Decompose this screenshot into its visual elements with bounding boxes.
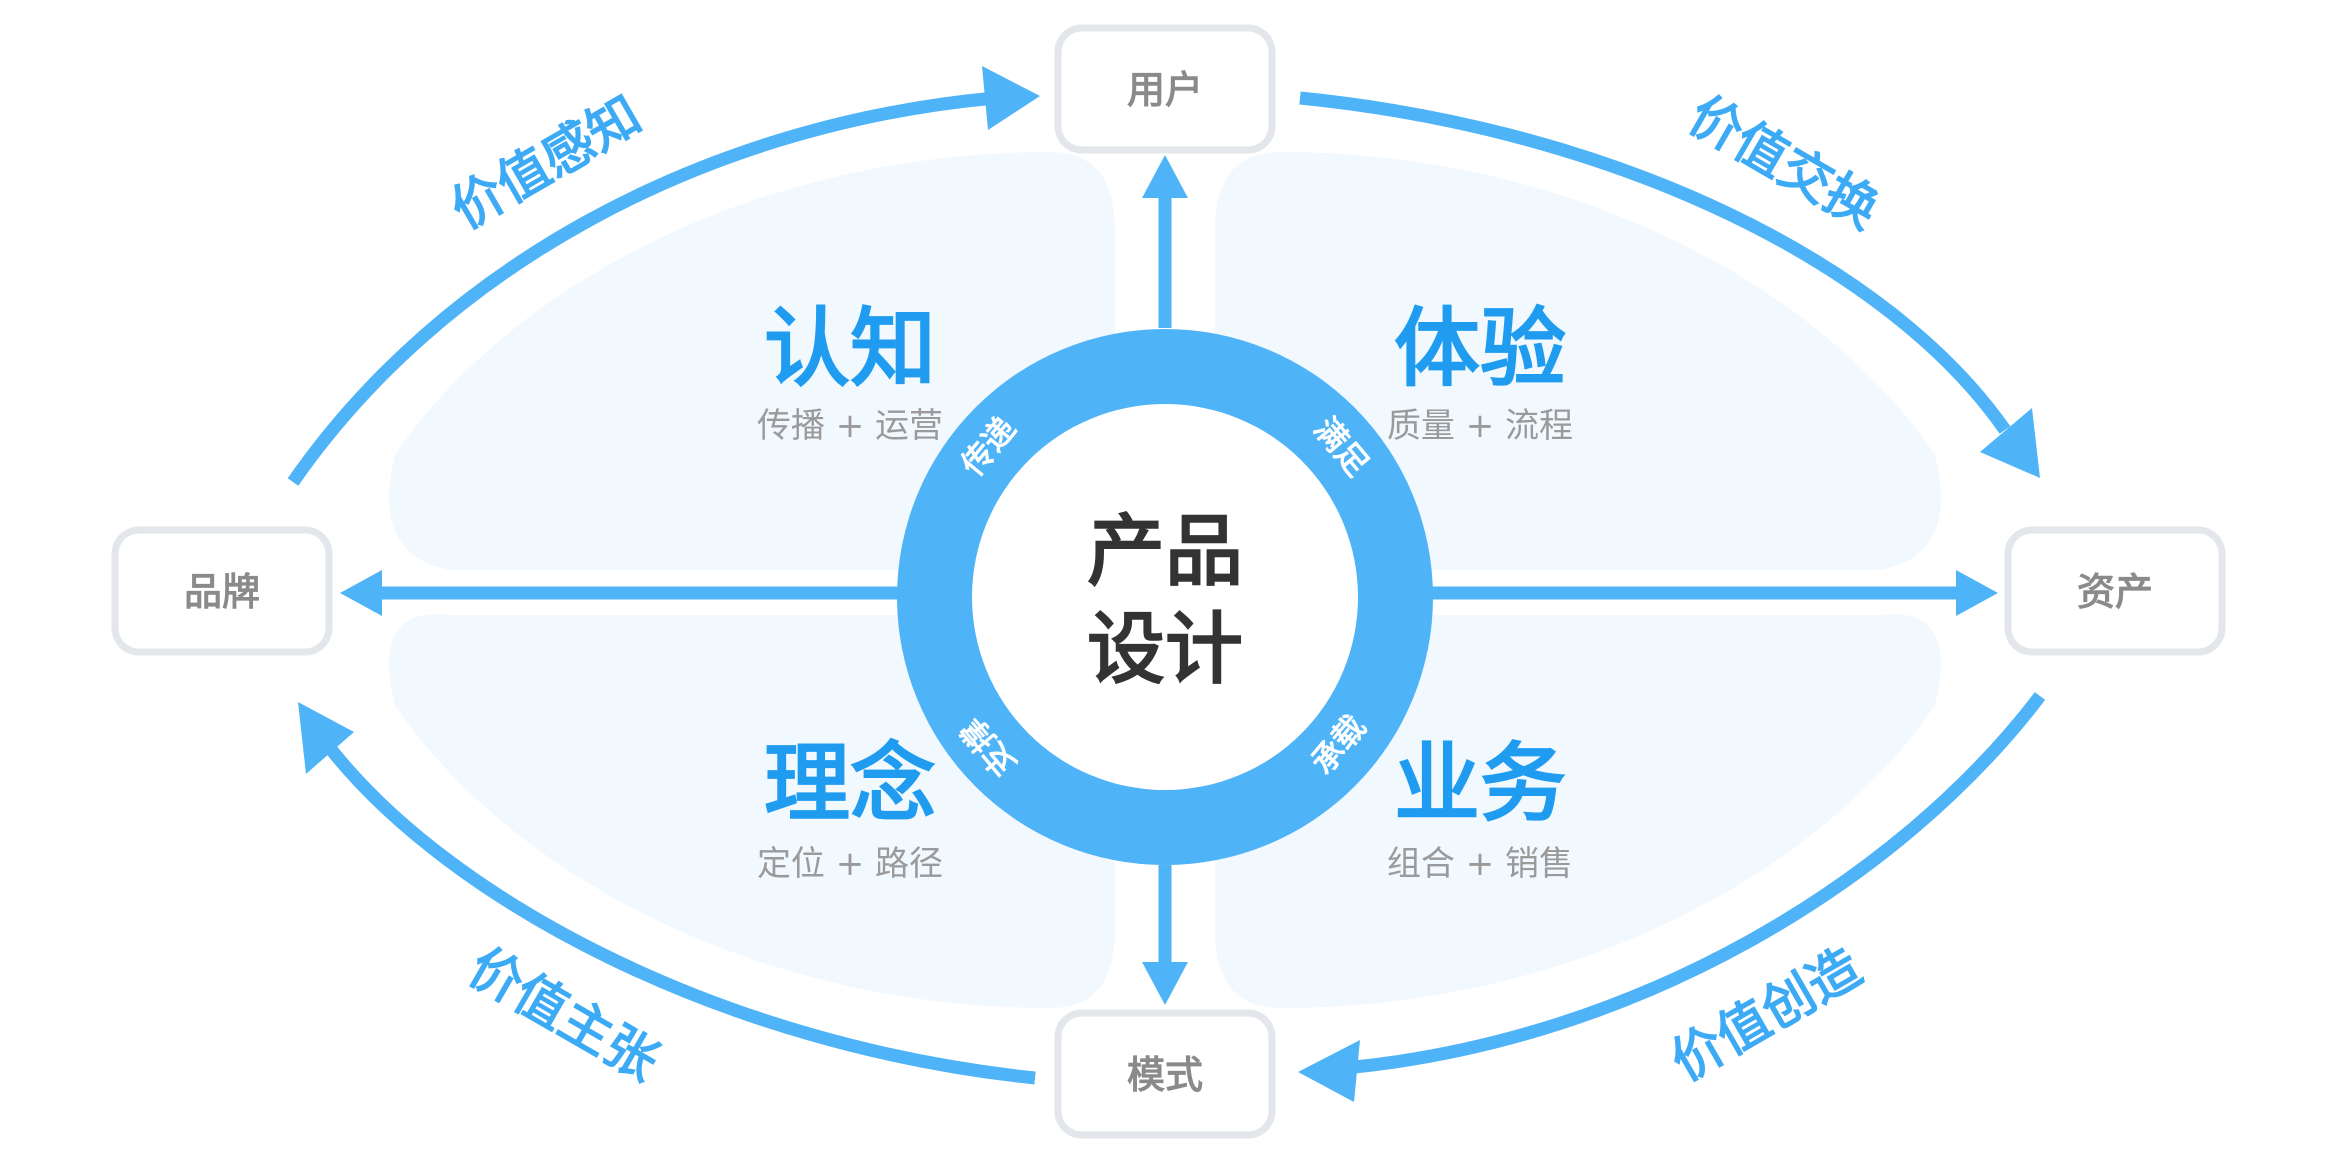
arrowhead-to-bottom: [1142, 962, 1188, 1005]
arrowhead-to-top: [1142, 155, 1188, 198]
flow-arrow-bottom-right: [1344, 692, 2046, 1075]
flow-arrow-top-right: [1299, 91, 2011, 434]
node-top-label: 用户: [1127, 68, 1203, 112]
node-right: 资产: [2004, 526, 2226, 656]
flow-label-top-right: 价值交换: [1678, 85, 1888, 241]
node-right-label: 资产: [2077, 570, 2153, 614]
node-left: 品牌: [111, 526, 333, 656]
flow-arrowhead-top-right: [1980, 408, 2040, 478]
arrowhead-to-left: [340, 570, 382, 616]
node-left-label: 品牌: [184, 570, 260, 614]
node-bottom-label: 模式: [1127, 1053, 1203, 1097]
node-bottom: 模式: [1054, 1009, 1276, 1139]
flow-arrowhead-bottom-right: [1298, 1040, 1360, 1102]
center-title-line2: 设计: [1087, 605, 1243, 695]
quadrant-subtitle-bottom-right: 组合 + 销售: [1387, 844, 1573, 884]
quadrant-title-bottom-left: 理念: [764, 734, 936, 834]
quadrant-title-top-left: 认知: [764, 299, 936, 399]
flow-arrowhead-bottom-left: [298, 702, 354, 774]
quadrant-subtitle-top-left: 传播 + 运营: [757, 406, 943, 446]
outer-flows: [287, 66, 2046, 1102]
flow-label-bottom-left: 价值主张: [458, 937, 668, 1093]
flow-label-bottom-right: 价值创造: [1661, 937, 1871, 1093]
flow-arrow-bottom-left: [324, 743, 1036, 1085]
inner-arrows: [340, 155, 1998, 1005]
quadrant-subtitle-bottom-left: 定位 + 路径: [757, 844, 943, 884]
center-title-line1: 产品: [1087, 507, 1243, 597]
quadrant-title-bottom-right: 业务: [1394, 734, 1566, 834]
quadrant-subtitle-top-right: 质量 + 流程: [1387, 406, 1573, 446]
center-ring: [897, 329, 1433, 865]
flow-arrow-top-left: [287, 91, 996, 486]
node-top: 用户: [1054, 24, 1276, 154]
flow-arrowhead-top-left: [982, 66, 1040, 130]
ring-inner: [972, 404, 1358, 790]
arrowhead-to-right: [1956, 570, 1998, 616]
quadrant-title-top-right: 体验: [1394, 299, 1566, 399]
flow-label-top-left: 价值感知: [441, 85, 651, 241]
